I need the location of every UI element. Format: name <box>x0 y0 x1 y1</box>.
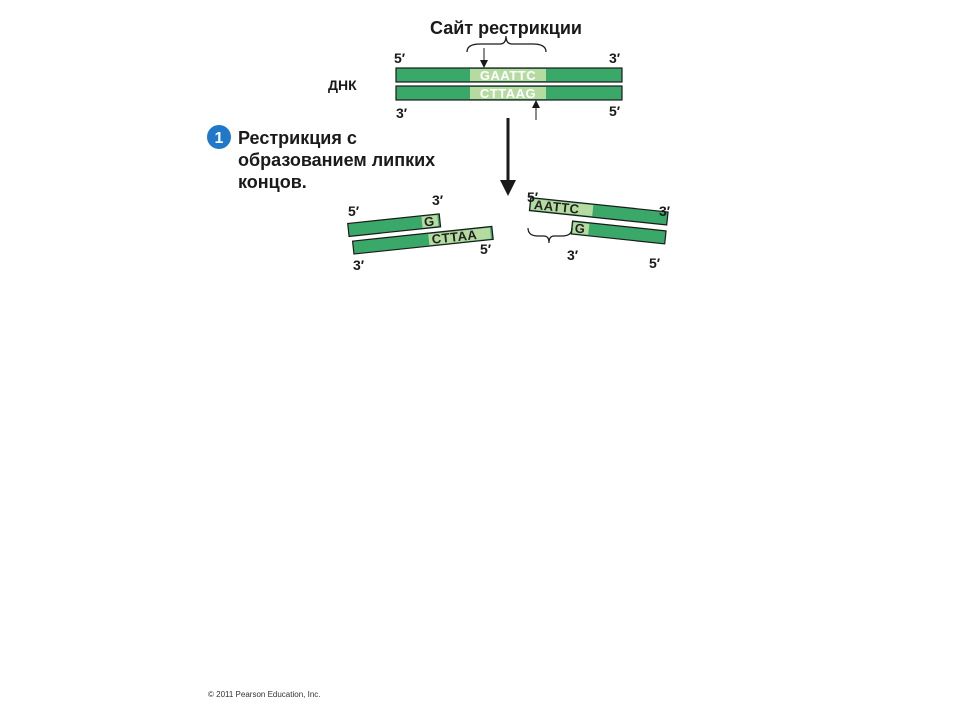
left-fragment: G CTTAA <box>347 213 494 255</box>
dna-label: ДНК <box>328 77 357 93</box>
right-fragment-bottom-sequence: G <box>574 220 586 236</box>
bottom-strand-right-end: 5′ <box>609 103 621 119</box>
top-site-highlight <box>470 69 546 81</box>
right-fragment-top-right-end: 3′ <box>659 203 671 219</box>
copyright-notice: © 2011 Pearson Education, Inc. <box>208 690 321 699</box>
right-fragment-top-sequence: AATTC <box>533 197 580 217</box>
sticky-end-brace <box>527 227 573 244</box>
dna-bottom-strand: CTTAAG <box>395 85 623 101</box>
left-fragment-bottom-sequence: CTTAA <box>431 227 478 247</box>
step-text-line2: образованием липких <box>238 150 435 170</box>
left-fragment-bottom-left-end: 3′ <box>353 257 365 273</box>
bottom-sequence: CTTAAG <box>480 86 536 101</box>
left-fragment-top-sequence: G <box>423 213 435 229</box>
bottom-strand-left-end: 3′ <box>396 105 408 121</box>
right-fragment-bottom-left-end: 3′ <box>567 247 579 263</box>
top-sequence: GAATTC <box>480 68 536 83</box>
step-badge <box>207 125 231 149</box>
right-fragment-bottom-right-end: 5′ <box>649 255 661 271</box>
process-arrow-head <box>500 180 516 196</box>
right-fragment: AATTC G <box>528 196 669 245</box>
step-text-line3: концов. <box>238 172 307 192</box>
step-number: 1 <box>215 130 224 147</box>
restriction-site-brace <box>466 35 547 53</box>
left-fragment-bottom-right-end: 5′ <box>480 241 492 257</box>
bottom-site-highlight <box>470 87 546 99</box>
right-fragment-top-left-end: 5′ <box>527 189 539 205</box>
step-text-line1: Рестрикция с <box>238 128 357 148</box>
left-fragment-top-left-end: 5′ <box>348 203 360 219</box>
restriction-site-title: Сайт рестрикции <box>430 18 582 38</box>
dna-top-strand: GAATTC <box>395 67 623 83</box>
left-fragment-top-right-end: 3′ <box>432 192 444 208</box>
top-strand-right-end: 3′ <box>609 50 621 66</box>
top-strand-left-end: 5′ <box>394 50 406 66</box>
